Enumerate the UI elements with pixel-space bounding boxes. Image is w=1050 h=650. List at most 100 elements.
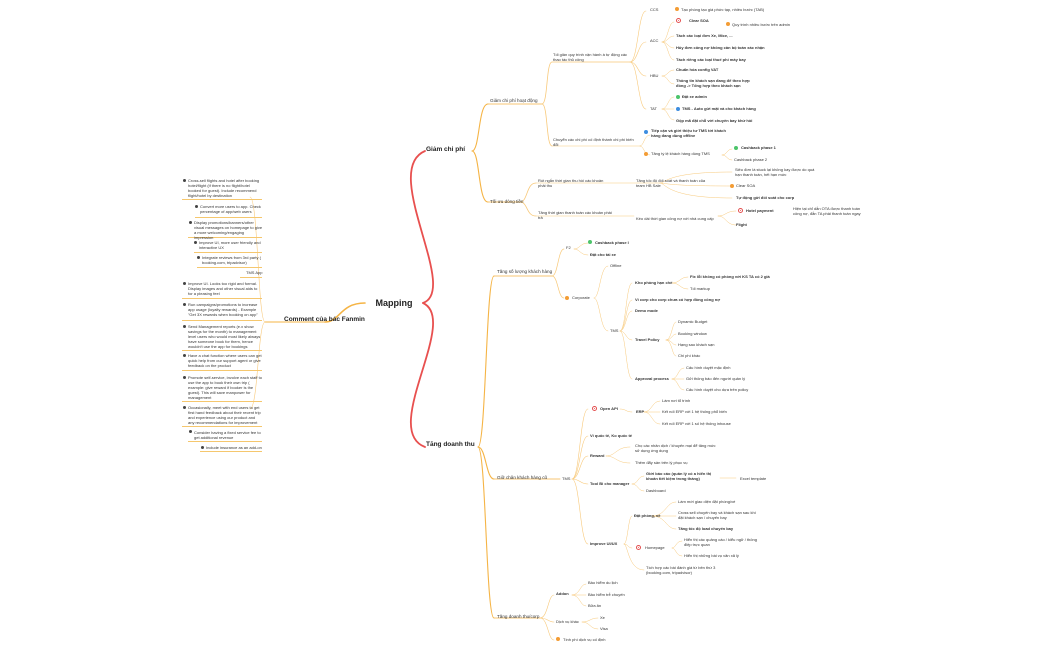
left-note-item[interactable]: Improve UI. Looks too rigid and formal. … <box>188 281 258 296</box>
root-node[interactable]: Mapping <box>375 298 413 308</box>
node-approval[interactable]: Approval process <box>635 376 669 381</box>
node-erp-item[interactable]: Kết nối ERP với 1 số hệ thống inhouse <box>662 421 731 426</box>
node-tool-report[interactable]: Giới báo cáo (quản lý có a hiển thị khoả… <box>646 471 712 481</box>
left-note-item[interactable]: Include insurance as an add-on <box>206 445 262 450</box>
branch-giam-chi-phi[interactable]: Giảm chi phí <box>426 146 466 153</box>
node-hp-item[interactable]: Hiển thị các quảng cáo / kiểu ngữ / thôn… <box>684 537 757 547</box>
node-hp-item[interactable]: Hiển thị những bài vụ văn xã lý <box>684 553 739 558</box>
branch-comment-fanmin[interactable]: Comment của bác Fanmin <box>284 316 365 323</box>
node-sieu-don-stuck[interactable]: Siêu đơn là stuck lại không kay được do … <box>735 167 815 177</box>
node-clear-soa[interactable]: Clear SOA <box>689 18 709 23</box>
node-rut-ngan-thu-hoi[interactable]: Rút ngắn thời gian thu hồi các khoản phả… <box>538 178 604 188</box>
node-erp-item[interactable]: Kết nối ERP với 1 hệ thống phổ biến <box>662 409 727 414</box>
note-excel-template[interactable]: Excel template <box>740 476 767 481</box>
node-tang-so-luong-khach[interactable]: Tăng số lượng khách hàng <box>497 269 553 274</box>
node-addon-item[interactable]: Bữa ăn <box>588 603 602 608</box>
node-addon-item[interactable]: Bảo hiểm trễ chuyến <box>588 592 625 597</box>
node-approval-item[interactable]: Cấu hình duyệt cho dựa trên policy <box>686 387 749 392</box>
node-giu-chan-khach[interactable]: Giữ chân khách hàng cũ <box>497 475 548 480</box>
left-note-item[interactable]: Occasionally, meet with end users to get… <box>188 405 261 425</box>
node-approval-item[interactable]: Gửi thông báo đến người quản lý <box>686 376 746 381</box>
node-tat-item[interactable]: TMS - Auto gửi mật và cho khách hàng <box>682 106 756 111</box>
node-corporate[interactable]: Corporate <box>572 295 590 300</box>
node-keo-dai-cong-no[interactable]: Kéo dài thời gian công nợ với nhà cung c… <box>636 216 714 221</box>
node-dich-vu-khac[interactable]: Dịch vụ khác <box>556 619 579 624</box>
node-f2-dat-xe[interactable]: Đặt cho tài xe <box>590 252 617 257</box>
node-tang-doanh-thu-corp[interactable]: Tăng doanh thu/corp <box>497 614 540 619</box>
node-toi-gian-quy-trinh[interactable]: Tối giản quy trình vận hành à tự động cá… <box>553 52 628 62</box>
node-dp-item[interactable]: Làm mới giao diện đặt phòng/vé <box>678 499 736 504</box>
node-flight[interactable]: Flight <box>736 222 747 227</box>
node-giam-chi-phi-hoat-dong[interactable]: Giảm chi phí hoạt động <box>490 98 538 103</box>
node-kho-item[interactable]: Fix lỗi không có phòng với KS TA có 2 gi… <box>690 274 770 279</box>
node-acc-item[interactable]: Hủy đơn công nợ không cần bộ toán xác nh… <box>676 45 765 50</box>
node-dp-item[interactable]: Cross sell chuyến bay và khách sạn sau k… <box>678 510 756 520</box>
node-homepage[interactable]: Homepage <box>645 545 665 550</box>
node-tang-ty-le-tms[interactable]: Tăng tỷ lệ khách hàng dùng TMS <box>651 151 710 156</box>
left-note-item[interactable]: Display promotions/banners/other visual … <box>194 220 263 240</box>
node-acc[interactable]: ACC <box>650 38 659 43</box>
node-dp-item[interactable]: Tăng tốc độ load chuyến bay <box>678 526 734 531</box>
left-note-item[interactable]: Improve UI, more user friendly and inter… <box>199 240 261 250</box>
node-tang-thoi-gian-thanh-toan[interactable]: Tăng thời gian thanh toán các khoản phải… <box>538 210 612 220</box>
node-tool-bi[interactable]: Tool Bi cho manager <box>590 481 630 486</box>
left-note-item[interactable]: Cross-sell flights and hotel after booki… <box>188 178 260 198</box>
node-dat-phong-ve[interactable]: Đặt phòng, vé <box>634 513 661 518</box>
node-chuyen-chi-phi[interactable]: Chuyển các chi phí cố định thành chi phí… <box>553 137 634 147</box>
node-vi-quoc-te[interactable]: Ví quốc tế, Ko quốc tế <box>590 433 633 438</box>
node-f2[interactable]: F2 <box>566 245 571 250</box>
node-tat-item[interactable]: Gộp mã đặt chỗ với chuyến bay khứ hồi <box>676 118 753 123</box>
left-note-item[interactable]: Send Management reports (e.x show saving… <box>188 324 261 349</box>
node-travel-item[interactable]: Dynamic Budget <box>678 319 708 324</box>
node-tms-2[interactable]: TMS <box>562 476 571 481</box>
node-dv-item[interactable]: Visa <box>600 626 608 631</box>
node-tms[interactable]: TMS <box>610 328 619 333</box>
node-b1-clear-soa[interactable]: Clear SOA <box>736 183 756 188</box>
node-reward-item[interactable]: Thêm đẩy sản trên lý phục vụ <box>635 460 688 465</box>
left-note-item[interactable]: Promote self-service, involve each staff… <box>188 375 262 400</box>
left-note-item[interactable]: TMS App <box>246 270 263 275</box>
node-addon-item[interactable]: Bảo hiểm du lịch <box>588 580 618 585</box>
node-tinh-phi-dich-vu[interactable]: Tính phí dịch vụ cố định <box>563 637 606 642</box>
node-travel-item[interactable]: Chi phí khác <box>678 353 701 358</box>
node-erp-item[interactable]: Làm nơi tổ trình <box>662 398 691 403</box>
left-note-item[interactable]: Integrate reviews from 3rd party ( booki… <box>202 255 261 265</box>
node-reward[interactable]: Reward <box>590 453 605 458</box>
node-ccs[interactable]: CCS <box>650 7 659 12</box>
node-travel-policy[interactable]: Travel Policy <box>635 337 660 342</box>
node-ccs-item[interactable]: Tạo phòng tạo giá phức tạp, nhiều bước (… <box>681 7 765 12</box>
node-acc-item[interactable]: Tách các loại đơn Xe, Mice, ... <box>676 33 733 38</box>
left-note-item[interactable]: Run campaigns/promotions to increase app… <box>188 302 258 317</box>
left-note-item[interactable]: Convert more users to app. Check percent… <box>200 204 261 214</box>
node-addon[interactable]: Addon <box>556 591 569 596</box>
node-improve-ui-ux[interactable]: Improve UI/UX <box>590 541 618 546</box>
note-hotel-payment[interactable]: Hiện tại chỉ dẫn OTA được thanh toán côn… <box>793 206 861 216</box>
left-note-item[interactable]: Have a chat function where users can get… <box>188 353 262 368</box>
node-travel-item[interactable]: Hạng sao khách sạn <box>678 342 715 347</box>
node-approval-item[interactable]: Cấu hình duyệt mặc định <box>686 365 731 370</box>
node-reward-item[interactable]: Chọ các nhân dịch / khuyến mại để tăng m… <box>635 443 716 453</box>
node-tiep-can-tms[interactable]: Tiếp cận và giới thiệu tư TMS tới khách … <box>651 128 726 138</box>
node-tu-dong-gui-doi-soat[interactable]: Tự động gửi đối soát cho corp <box>736 195 795 200</box>
node-kho-phong[interactable]: Kho phòng hạn chế <box>635 280 673 285</box>
node-cashback-phase-1[interactable]: Cashback phase 1 <box>741 145 776 150</box>
node-tat[interactable]: TAT <box>650 106 657 111</box>
branch-tang-doanh-thu[interactable]: Tăng doanh thu <box>426 441 475 448</box>
node-tat-item[interactable]: Đặt xe admin <box>682 94 707 99</box>
node-offline[interactable]: Offline <box>610 263 622 268</box>
node-dashboard[interactable]: Dashboard <box>646 488 666 493</box>
node-f2-cashback[interactable]: Cashback phase I <box>595 240 629 245</box>
node-hp-review[interactable]: Tích hợp các bài đánh giá từ bên thứ 3 (… <box>646 565 716 575</box>
node-demo-mode[interactable]: Demo mode <box>635 308 658 313</box>
node-hbu-item[interactable]: Thông tin khách sạn đang để theo hợp đồn… <box>676 78 750 88</box>
node-dv-item[interactable]: Xe <box>600 615 605 620</box>
node-vi-corp[interactable]: Ví corp cho corp chưa có hợp đồng công n… <box>635 297 721 302</box>
node-travel-item[interactable]: Booking window <box>678 331 707 336</box>
node-kho-item[interactable]: Tối markup <box>690 286 711 291</box>
node-cashback-phase-2[interactable]: Cashback phase 2 <box>734 157 768 162</box>
node-tang-toc-doi-soat[interactable]: Tăng tốc độ đối soát và thanh toán của t… <box>636 178 706 188</box>
node-hbu[interactable]: HBU <box>650 73 659 78</box>
node-acc-item[interactable]: Tách riêng các loại thuế phí máy bay <box>676 57 746 62</box>
node-hbu-item[interactable]: Chuẩn hóa config VAT <box>676 67 719 72</box>
note-clear-soa[interactable]: Quy trình nhiều bước trên admin <box>732 22 790 27</box>
